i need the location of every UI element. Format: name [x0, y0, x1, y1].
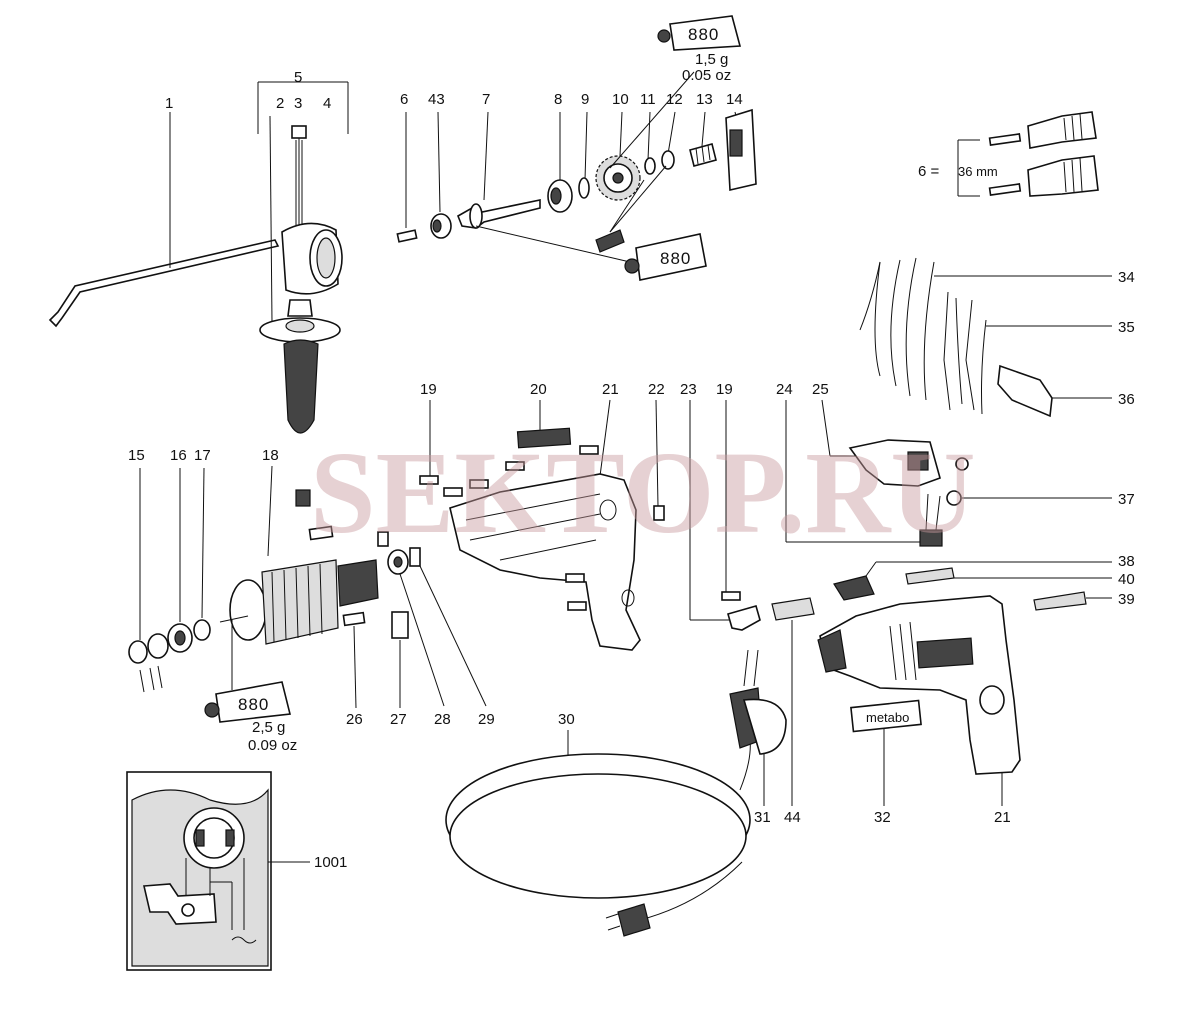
label-21b: 21: [994, 809, 1011, 826]
switch-assembly: [785, 399, 1112, 547]
grease-top-amount: 1,5 g: [695, 51, 728, 68]
label-8: 8: [554, 91, 562, 108]
label-25: 25: [812, 381, 829, 398]
label-15: 15: [128, 447, 145, 464]
label-28: 28: [434, 711, 451, 728]
label-5: 5: [294, 69, 302, 86]
label-13: 13: [696, 91, 713, 108]
label-4: 4: [323, 95, 331, 112]
watermark-text: SEKTOP.RU: [310, 427, 976, 558]
gear-train-parts: [396, 71, 757, 263]
label-10: 10: [612, 91, 629, 108]
carbon-brush-set: [997, 364, 1112, 418]
depth-stop-rod: [48, 112, 280, 328]
grease-top-amount-oz: 0.05 oz: [682, 67, 731, 84]
label-2: 2: [276, 95, 284, 112]
label-9: 9: [581, 91, 589, 108]
label-16: 16: [170, 447, 187, 464]
chuck-spec-prefix: 6 =: [918, 163, 940, 180]
housing-half: [419, 399, 761, 651]
internal-wires: [859, 257, 1112, 415]
label-29: 29: [478, 711, 495, 728]
grease-left-code: 880: [238, 695, 269, 714]
grease-left-amount: 2,5 g: [252, 719, 285, 736]
label-17: 17: [194, 447, 211, 464]
label-43: 43: [428, 91, 445, 108]
grease-mid-code: 880: [660, 249, 691, 268]
label-39: 39: [1118, 591, 1135, 608]
label-3: 3: [294, 95, 302, 112]
label-44: 44: [784, 809, 801, 826]
wiring-detail-inset: [126, 771, 310, 971]
label-20: 20: [530, 381, 547, 398]
power-cord: [445, 649, 787, 937]
assembled-drill: metabo: [817, 595, 1021, 806]
label-37: 37: [1118, 491, 1135, 508]
label-30: 30: [558, 711, 575, 728]
label-35: 35: [1118, 319, 1135, 336]
label-22: 22: [648, 381, 665, 398]
chuck-options: [957, 111, 1099, 197]
label-11: 11: [640, 91, 656, 108]
label-18: 18: [262, 447, 279, 464]
label-36: 36: [1118, 391, 1135, 408]
brand-plate-text: metabo: [866, 710, 909, 725]
label-14: 14: [726, 91, 743, 108]
label-38: 38: [1118, 553, 1135, 570]
label-6: 6: [400, 91, 408, 108]
label-26: 26: [346, 711, 363, 728]
grease-tube-top: 880 1,5 g 0.05 oz: [657, 15, 742, 84]
label-40: 40: [1118, 571, 1135, 588]
grease-tube-mid: 880: [624, 233, 707, 281]
label-1: 1: [165, 95, 173, 112]
label-24: 24: [776, 381, 793, 398]
armature-assembly: [128, 465, 487, 709]
grease-left-amount-oz: 0.09 oz: [248, 737, 297, 754]
label-31: 31: [754, 809, 771, 826]
label-7: 7: [482, 91, 490, 108]
label-1001: 1001: [314, 854, 347, 871]
label-34: 34: [1118, 269, 1135, 286]
label-19b: 19: [716, 381, 733, 398]
label-27: 27: [390, 711, 407, 728]
label-21a: 21: [602, 381, 619, 398]
grease-top-code: 880: [688, 25, 719, 44]
label-stickers: [771, 561, 1112, 806]
side-handle-assembly: [257, 81, 349, 434]
label-23: 23: [680, 381, 697, 398]
label-12: 12: [666, 91, 683, 108]
label-19a: 19: [420, 381, 437, 398]
label-32: 32: [874, 809, 891, 826]
chuck-spec-size: 36 mm: [958, 164, 998, 179]
grease-tube-left: 880 2,5 g 0.09 oz: [204, 681, 297, 754]
